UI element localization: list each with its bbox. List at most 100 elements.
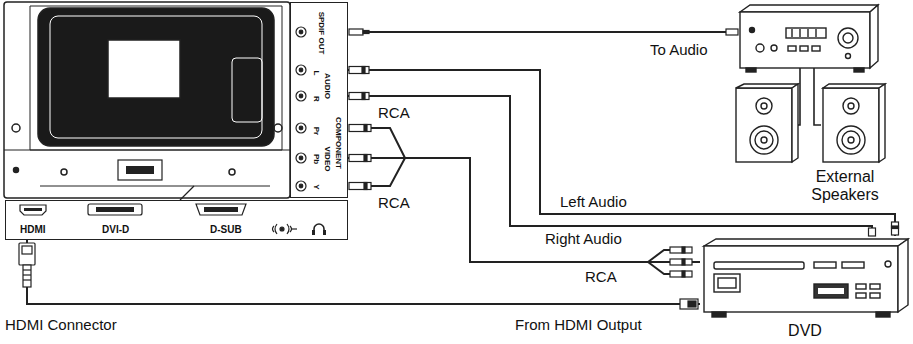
tv-back [4,2,290,198]
port-icons [314,224,324,234]
port-icons [275,224,277,234]
dvd-player [814,284,848,298]
side-jacks [296,27,306,191]
dvd-player [856,284,866,289]
amplifier [800,46,808,51]
speaker [823,88,879,162]
rca-branch [371,158,405,186]
tv-back [108,40,180,98]
spdif-cable [360,31,728,33]
dvd-player [898,239,908,312]
leader-line [180,186,194,200]
amplifier [786,28,826,38]
speaker [750,126,778,154]
speaker [761,103,767,109]
hdmi-plug [19,243,698,309]
port-label: D-SUB [210,224,242,236]
speaker [755,131,773,149]
amplifier [838,28,858,48]
side-jacks [296,91,306,101]
dvd-player [870,284,880,289]
amplifier [788,46,796,51]
amplifier [771,45,777,51]
speaker [842,131,860,149]
cable-label: To Audio [650,41,708,59]
port-icons [273,226,275,232]
amplifier [740,5,878,72]
rca-plug [349,29,363,35]
rca-plug [362,67,365,74]
amplifier [807,29,808,37]
rca-branch [371,128,405,158]
cable [348,158,700,262]
port-icons [196,204,246,215]
rca-plug [670,271,692,277]
rca-plug [682,271,685,277]
cable-label: From HDMI Output [515,316,642,334]
side-jacks [299,156,303,160]
port-icons [290,226,292,232]
speaker-wire [814,68,821,125]
tv-back [118,160,162,180]
rca-plug [364,183,367,190]
cable-label: RCA [378,194,410,212]
amplifier [791,29,792,37]
hdmi-plug [23,274,31,275]
port-icons [20,205,46,215]
side-jacks [299,184,303,188]
dvd-player [714,274,740,292]
rca-plug [892,222,899,235]
port-icons [292,228,297,229]
tv-back [30,6,282,150]
tv-back [232,58,262,122]
cable-label: Left Audio [560,193,627,211]
jack-label: VIDEO [323,147,332,172]
cable-label: Right Audio [545,230,622,248]
cable [348,70,895,236]
rca-plug [670,259,692,265]
rca-plug [349,93,369,100]
rca-plug [364,155,367,162]
dvd-player [704,239,908,246]
part-label: HDMI Connector [5,316,117,334]
rca-plug [726,29,738,35]
spdif-cable [360,31,728,33]
speaker [761,137,767,143]
hdmi-plug [22,246,32,254]
amplifier [746,68,756,72]
jack-label: Y [312,184,321,189]
side-jacks [299,126,303,130]
dvd-player [712,312,726,317]
connector-strip: HDMIDVI-DD-SUB [5,200,348,240]
dvd-player [856,293,866,298]
hdmi-plug [23,269,31,270]
speaker [848,137,854,143]
amplifier [750,28,755,33]
side-jacks [299,94,303,98]
side-panel: SPDIF OUTLAUDIORPrPbYVIDEOCOMPONENT [290,2,348,198]
rca-plug [682,259,685,265]
tv-back [61,169,67,175]
cable [27,240,700,304]
side-jacks [299,30,303,34]
side-jacks [299,68,303,72]
rca-plug [869,228,876,236]
amplifier [854,68,864,72]
port-icons [96,207,134,212]
speaker [848,103,854,109]
tv-back [4,2,290,198]
amplifier [812,46,820,51]
port-label: DVI-D [102,224,129,236]
speaker [843,98,859,114]
tv-back [50,16,262,138]
cable-label: RCA [585,268,617,286]
amplifier [870,5,878,68]
side-jacks [296,181,306,191]
port-icons [280,227,284,231]
rca-plug [349,183,371,190]
rca-plug [670,247,692,253]
rca-plug [349,29,899,277]
speaker-pair: External Speakers [730,82,892,208]
